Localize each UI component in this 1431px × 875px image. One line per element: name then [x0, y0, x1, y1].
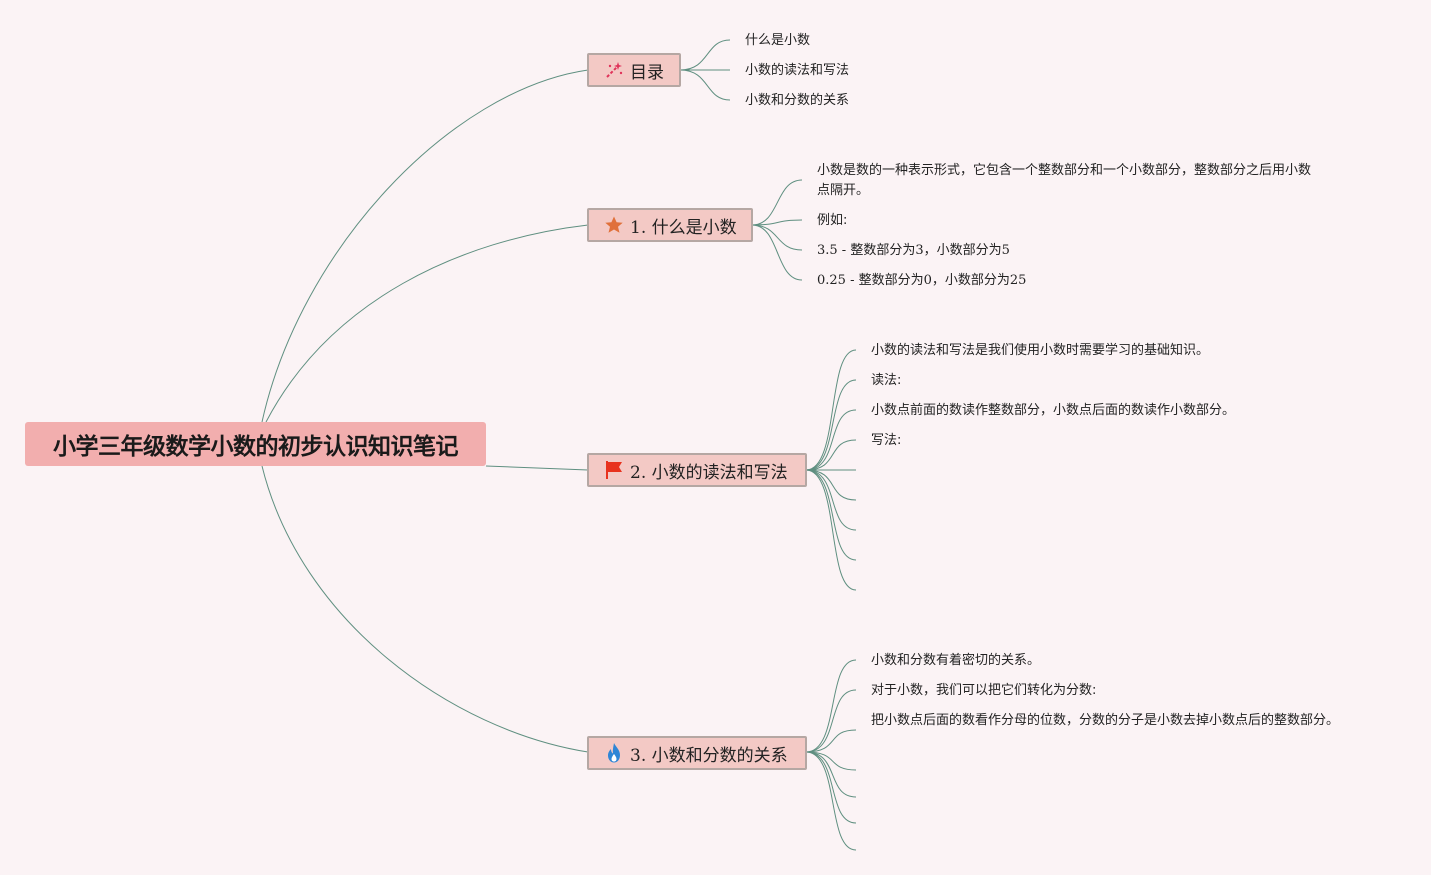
toc-item[interactable]: 小数和分数的关系 [745, 93, 850, 108]
leaf-writing-heading[interactable]: 写法: [871, 433, 902, 448]
branch-read-write[interactable]: 2. 小数的读法和写法 [587, 453, 807, 487]
flag-icon [603, 459, 625, 481]
connector-root-b1 [265, 224, 589, 423]
leaf-example[interactable]: 0.25 - 整数部分为0，小数部分为25 [817, 273, 1027, 288]
leaf-reading-heading[interactable]: 读法: [871, 373, 902, 388]
connector-root-b3 [261, 465, 589, 753]
star-icon [603, 214, 625, 236]
leaf-example-heading[interactable]: 例如: [817, 213, 848, 228]
toc-item[interactable]: 小数的读法和写法 [745, 63, 850, 78]
leaf-relation-intro[interactable]: 小数和分数有着密切的关系。 [871, 653, 1041, 668]
connector-root-toc [261, 69, 589, 423]
branch-what-is-decimal[interactable]: 1. 什么是小数 [587, 208, 753, 242]
root-topic-label: 小学三年级数学小数的初步认识知识笔记 [53, 434, 459, 460]
branch-decimal-fraction[interactable]: 3. 小数和分数的关系 [587, 736, 807, 770]
leaf-definition[interactable]: 小数是数的一种表示形式，它包含一个整数部分和一个小数部分，整数部分之后用小数点隔… [817, 163, 1312, 198]
leaf-conversion-rule[interactable]: 把小数点后面的数看作分母的位数，分数的分子是小数去掉小数点后的整数部分。 [871, 713, 1340, 728]
connector-root-b2 [485, 465, 589, 471]
leaf-reading-rule[interactable]: 小数点前面的数读作整数部分，小数点后面的数读作小数部分。 [871, 403, 1236, 418]
fire-icon [603, 742, 625, 764]
branch-1-label: 1. 什么是小数 [630, 217, 737, 238]
branch-2-label: 2. 小数的读法和写法 [630, 462, 788, 483]
leaf-intro[interactable]: 小数的读法和写法是我们使用小数时需要学习的基础知识。 [871, 343, 1210, 358]
leaf-conversion-heading[interactable]: 对于小数，我们可以把它们转化为分数: [871, 683, 1097, 698]
toc-item[interactable]: 什么是小数 [745, 33, 811, 48]
magic-wand-icon [603, 59, 625, 81]
root-topic[interactable]: 小学三年级数学小数的初步认识知识笔记 [25, 422, 486, 466]
leaf-example[interactable]: 3.5 - 整数部分为3，小数部分为5 [817, 243, 1010, 258]
branch-toc-label: 目录 [630, 62, 664, 83]
branch-toc[interactable]: 目录 [587, 53, 681, 87]
branch-3-label: 3. 小数和分数的关系 [630, 745, 788, 766]
